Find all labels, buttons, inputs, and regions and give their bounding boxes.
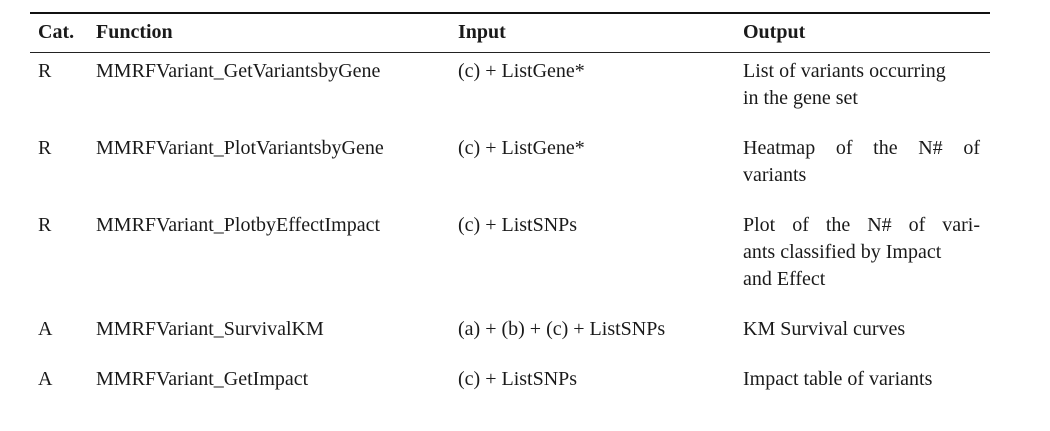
output-line: variants xyxy=(743,164,807,186)
output-line: Plot of the N# of vari- xyxy=(743,214,980,236)
cell-cat: R xyxy=(38,214,52,236)
output-line: Impact table of variants xyxy=(743,368,933,390)
cell-input: (c) + ListSNPs xyxy=(458,214,578,236)
cell-output: KM Survival curves xyxy=(743,316,905,343)
cell-function: MMRFVariant_GetImpact xyxy=(96,368,309,390)
cell-output: Heatmap of the N# of variants xyxy=(743,135,980,189)
cell-cat: R xyxy=(38,137,52,159)
cell-output: List of variants occurring in the gene s… xyxy=(743,58,946,112)
table-row: A MMRFVariant_SurvivalKM (a) + (b) + (c)… xyxy=(30,311,990,361)
cell-input: (c) + ListGene* xyxy=(458,137,585,159)
header-input: Input xyxy=(458,21,506,43)
table-row: R MMRFVariant_GetVariantsbyGene (c) + Li… xyxy=(30,53,990,130)
cell-input: (c) + ListSNPs xyxy=(458,368,578,390)
cell-output: Impact table of variants xyxy=(743,366,932,393)
header-cat: Cat. xyxy=(38,21,75,43)
table-row: R MMRFVariant_PlotbyEffectImpact (c) + L… xyxy=(30,207,990,311)
output-line: List of variants occurring xyxy=(743,60,946,82)
cell-function: MMRFVariant_PlotbyEffectImpact xyxy=(96,214,381,236)
cell-output: Plot of the N# of vari- ants classified … xyxy=(743,212,980,293)
output-line: and Effect xyxy=(743,268,826,290)
cell-cat: A xyxy=(38,318,53,340)
cell-input: (a) + (b) + (c) + ListSNPs xyxy=(458,318,666,340)
function-table: Cat. Function Input Output R MMRFVariant… xyxy=(30,12,990,411)
cell-cat: A xyxy=(38,368,53,390)
output-line: ants classified by Impact xyxy=(743,241,942,263)
cell-function: MMRFVariant_GetVariantsbyGene xyxy=(96,60,381,82)
table-top-rule xyxy=(30,12,990,14)
table-row: R MMRFVariant_PlotVariantsbyGene (c) + L… xyxy=(30,130,990,207)
header-function: Function xyxy=(96,21,173,43)
header-output: Output xyxy=(743,21,806,43)
cell-function: MMRFVariant_SurvivalKM xyxy=(96,318,324,340)
cell-input: (c) + ListGene* xyxy=(458,60,585,82)
table-header-row: Cat. Function Input Output xyxy=(30,14,990,52)
table-header-rule xyxy=(30,52,990,53)
output-line: Heatmap of the N# of xyxy=(743,137,980,159)
output-line: KM Survival curves xyxy=(743,318,906,340)
table-row: A MMRFVariant_GetImpact (c) + ListSNPs I… xyxy=(30,361,990,411)
cell-function: MMRFVariant_PlotVariantsbyGene xyxy=(96,137,384,159)
output-line: in the gene set xyxy=(743,87,858,109)
cell-cat: R xyxy=(38,60,52,82)
